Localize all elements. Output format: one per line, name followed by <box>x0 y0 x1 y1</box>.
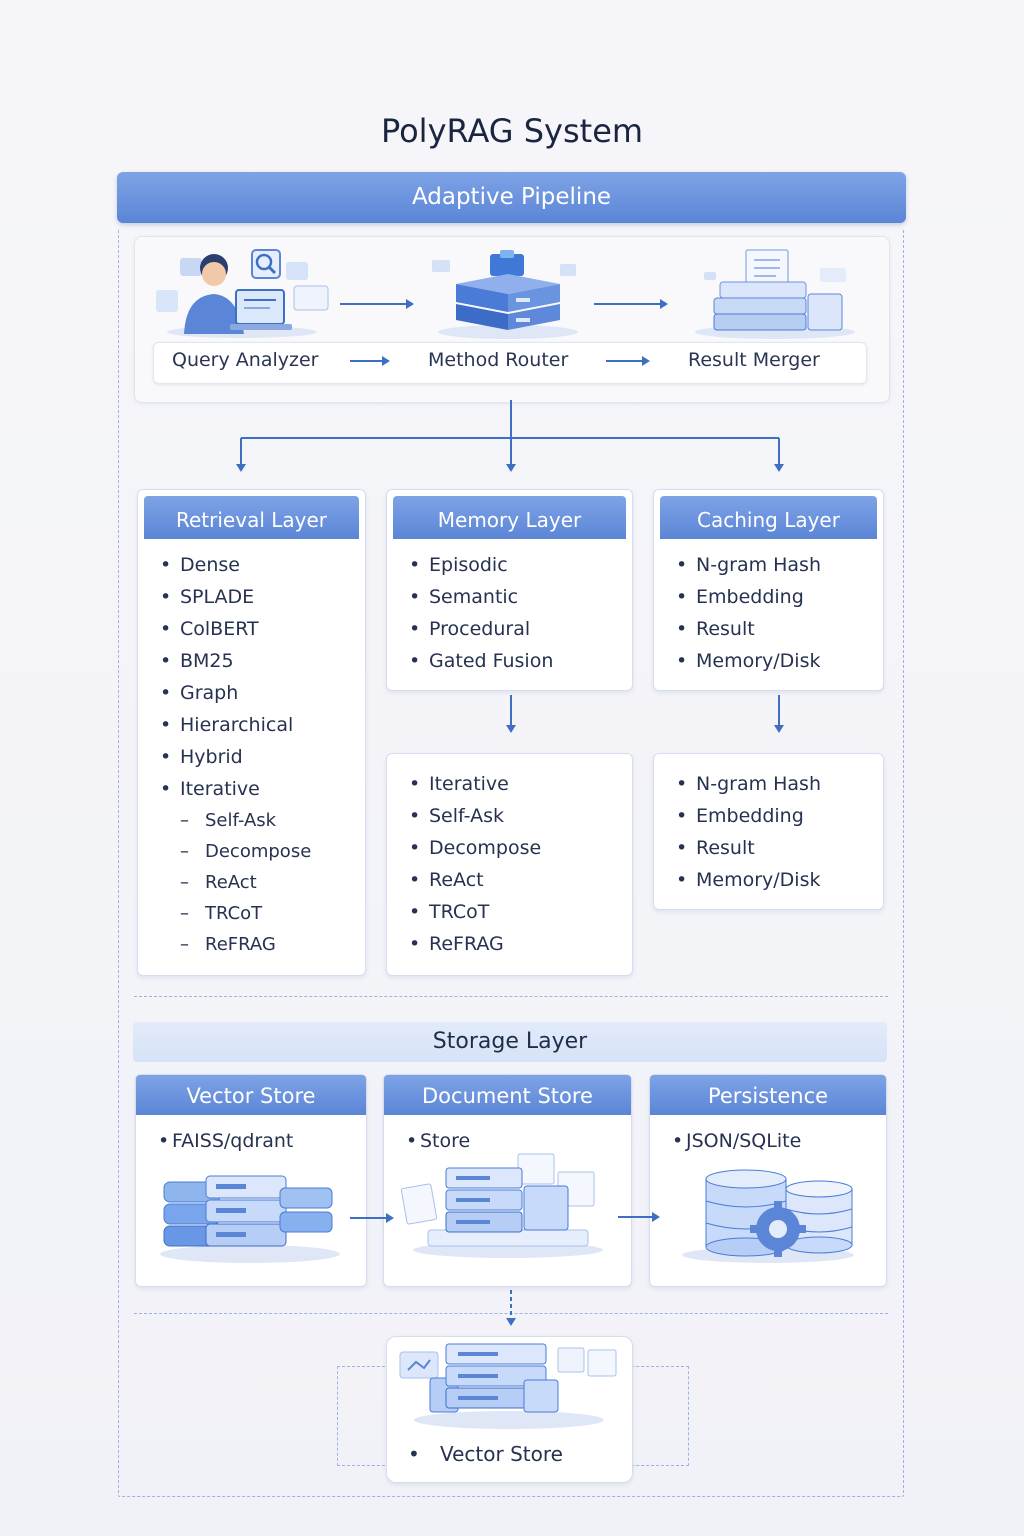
list-item: Gated Fusion <box>387 645 632 677</box>
bottom-down-arrow <box>506 1290 516 1326</box>
fanout-connector <box>236 400 784 472</box>
caching-down-arrow <box>774 695 784 733</box>
document-db-icon <box>400 1153 603 1258</box>
list-item: Semantic <box>387 581 632 613</box>
storage-arrow-2 <box>618 1212 660 1222</box>
step-method-router: Method Router <box>428 349 569 371</box>
step-result-merger: Result Merger <box>688 349 820 371</box>
list-item: Result <box>654 832 883 864</box>
document-store-list: Store <box>384 1125 631 1157</box>
list-item: JSON/SQLite <box>650 1125 886 1157</box>
retrieval-layer-title: Retrieval Layer <box>144 496 359 539</box>
list-item: Hybrid <box>138 741 365 773</box>
pipeline-header: Adaptive Pipeline <box>117 172 906 223</box>
step-query-analyzer: Query Analyzer <box>172 349 319 371</box>
label-arrow-1 <box>350 356 390 366</box>
list-item: Hierarchical <box>138 709 365 741</box>
sub-list-item: Self-Ask <box>138 805 365 836</box>
list-item: N-gram Hash <box>654 768 883 800</box>
vector-store-list: FAISS/qdrant <box>136 1125 366 1157</box>
persistence-card: Persistence JSON/SQLite <box>649 1074 887 1287</box>
section-divider <box>134 996 888 997</box>
user-at-laptop-icon <box>156 249 329 338</box>
memory-layer-card: Memory Layer Episodic Semantic Procedura… <box>386 489 633 691</box>
list-item: Graph <box>138 677 365 709</box>
document-store-title: Document Store <box>384 1075 631 1115</box>
list-item: ReAct <box>387 864 632 896</box>
list-item: Embedding <box>654 581 883 613</box>
database-gear-icon <box>682 1169 854 1263</box>
retrieval-layer-card: Retrieval Layer Dense SPLADE ColBERT BM2… <box>137 489 366 976</box>
list-item: N-gram Hash <box>654 549 883 581</box>
pipeline-arrow-1 <box>340 299 414 309</box>
pipeline-labels-bar <box>153 342 867 384</box>
page-title: PolyRAG System <box>380 112 644 150</box>
list-item: Episodic <box>387 549 632 581</box>
list-item: Memory/Disk <box>654 645 883 677</box>
list-item: Memory/Disk <box>654 864 883 896</box>
sub-list-item: ReFRAG <box>138 929 365 960</box>
merger-server-icon <box>695 249 855 339</box>
memory-sub-card: Iterative Self-Ask Decompose ReAct TRCoT… <box>386 753 633 976</box>
label-arrow-2 <box>606 356 650 366</box>
caching-lower-list: N-gram Hash Embedding Result Memory/Disk <box>654 768 883 896</box>
memory-layer-title: Memory Layer <box>393 496 626 539</box>
caching-sub-card: N-gram Hash Embedding Result Memory/Disk <box>653 753 884 910</box>
list-item: ReFRAG <box>387 928 632 960</box>
list-item: Result <box>654 613 883 645</box>
caching-layer-title: Caching Layer <box>660 496 877 539</box>
pipeline-arrow-2 <box>594 299 668 309</box>
system-boundary <box>118 228 904 1497</box>
caching-list: N-gram Hash Embedding Result Memory/Disk <box>654 549 883 677</box>
list-item: Decompose <box>387 832 632 864</box>
caching-layer-card: Caching Layer N-gram Hash Embedding Resu… <box>653 489 884 691</box>
list-item: TRCoT <box>387 896 632 928</box>
persistence-list: JSON/SQLite <box>650 1125 886 1157</box>
list-item: Vector Store <box>386 1438 631 1470</box>
list-item: Iterative <box>387 768 632 800</box>
bottom-vector-store-list: Vector Store <box>386 1438 631 1470</box>
list-item: ColBERT <box>138 613 365 645</box>
storage-arrow-1 <box>350 1213 394 1223</box>
retrieval-list: Dense SPLADE ColBERT BM25 Graph Hierarch… <box>138 549 365 960</box>
persistence-title: Persistence <box>650 1075 886 1115</box>
vector-db-icon <box>160 1175 340 1263</box>
list-item: Dense <box>138 549 365 581</box>
sub-list-item: Decompose <box>138 836 365 867</box>
sub-list-item: TRCoT <box>138 898 365 929</box>
list-item: Store <box>384 1125 631 1157</box>
vector-store-title: Vector Store <box>136 1075 366 1115</box>
list-item: Iterative <box>138 773 365 805</box>
list-item: Self-Ask <box>387 800 632 832</box>
sub-list-item: ReAct <box>138 867 365 898</box>
storage-layer-header: Storage Layer <box>133 1022 887 1062</box>
memory-down-arrow <box>506 695 516 733</box>
list-item: Procedural <box>387 613 632 645</box>
memory-list: Episodic Semantic Procedural Gated Fusio… <box>387 549 632 677</box>
list-item: SPLADE <box>138 581 365 613</box>
server-stack-icon <box>399 1343 617 1429</box>
list-item: BM25 <box>138 645 365 677</box>
list-item: Embedding <box>654 800 883 832</box>
router-server-icon <box>432 250 578 339</box>
list-item: FAISS/qdrant <box>136 1125 366 1157</box>
memory-lower-list: Iterative Self-Ask Decompose ReAct TRCoT… <box>387 768 632 960</box>
